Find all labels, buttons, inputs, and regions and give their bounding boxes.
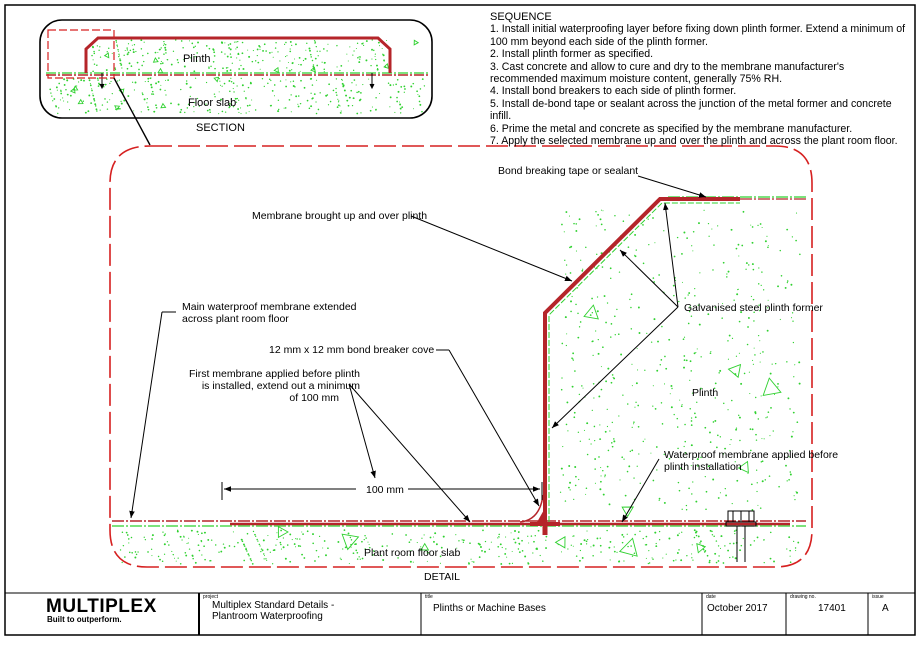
sequence-step: 2. Install plinth former as specified. bbox=[490, 48, 654, 61]
sequence-step: 6. Prime the metal and concrete as speci… bbox=[490, 122, 853, 135]
label-main-membrane-2: across plant room floor bbox=[182, 313, 289, 325]
sequence-heading: SEQUENCE bbox=[490, 11, 552, 23]
label-wp-applied-2: plinth installation bbox=[664, 461, 742, 473]
label-cove: 12 mm x 12 mm bond breaker cove bbox=[269, 344, 434, 356]
sequence-step: 3. Cast concrete and allow to cure and d… bbox=[490, 60, 845, 86]
section-slab-label: Floor slab bbox=[188, 97, 236, 109]
section-plinth-former bbox=[84, 36, 392, 73]
section-outline bbox=[39, 19, 433, 119]
section-caption: SECTION bbox=[196, 122, 245, 134]
sequence-step: 5. Install de-bond tape or sealant acros… bbox=[490, 97, 892, 123]
label-floor-slab: Plant room floor slab bbox=[364, 547, 460, 559]
company-logo: MULTIPLEX bbox=[46, 596, 157, 617]
detail-boundary bbox=[109, 145, 813, 568]
label-main-membrane-1: Main waterproof membrane extended bbox=[182, 301, 357, 313]
label-bond-tape: Bond breaking tape or sealant bbox=[498, 165, 638, 177]
issue-label: issue bbox=[872, 594, 884, 600]
label-first-3: of 100 mm bbox=[289, 392, 339, 404]
label-galvanised: Galvanised steel plinth former bbox=[684, 302, 823, 314]
sheet-border bbox=[4, 4, 916, 636]
sequence-step: 4. Install bond breakers to each side of… bbox=[490, 85, 737, 98]
label-membrane-over: Membrane brought up and over plinth bbox=[252, 210, 427, 222]
sequence-step: 7. Apply the selected membrane up and ov… bbox=[490, 135, 898, 148]
title-label: title bbox=[425, 594, 433, 600]
label-first-1: First membrane applied before plinth bbox=[189, 368, 360, 380]
section-view: Plinth Floor slab SECTION bbox=[39, 19, 433, 146]
label-wp-applied-1: Waterproof membrane applied before bbox=[664, 449, 838, 461]
label-plinth: Plinth bbox=[692, 387, 718, 399]
issue-value: A bbox=[882, 603, 889, 614]
dimension-100mm bbox=[221, 482, 543, 500]
date-label: date bbox=[706, 594, 716, 600]
detail-caption: DETAIL bbox=[424, 571, 460, 583]
plinth-former-membrane bbox=[543, 197, 740, 522]
sequence-step: 1. Install initial waterproofing layer b… bbox=[490, 23, 906, 48]
sequence-notes: SEQUENCE 1. Install initial waterproofin… bbox=[490, 11, 910, 147]
section-plinth-label: Plinth bbox=[183, 53, 211, 65]
drawing-date: October 2017 bbox=[707, 603, 768, 614]
dimension-label: 100 mm bbox=[366, 484, 404, 496]
detail-view: 100 mm Bond breaking tape or sealant Mem… bbox=[109, 145, 838, 583]
drawing-no-label: drawing no. bbox=[790, 594, 816, 600]
drawing-title: Plinths or Machine Bases bbox=[433, 603, 546, 614]
bond-breaker-cove bbox=[536, 508, 545, 524]
drawing-number: 17401 bbox=[818, 603, 846, 614]
detail-leader bbox=[113, 77, 151, 146]
project-line-1: Multiplex Standard Details - bbox=[212, 600, 335, 611]
company-tagline: Built to outperform. bbox=[47, 615, 122, 624]
title-block bbox=[5, 592, 915, 635]
label-first-2: is installed, extend out a minimum bbox=[202, 380, 360, 392]
detail-marker bbox=[47, 29, 115, 79]
detail-hatch bbox=[119, 209, 801, 565]
project-line-2: Plantroom Waterproofing bbox=[212, 611, 323, 622]
project-label: project bbox=[203, 594, 219, 600]
section-hatch bbox=[49, 39, 426, 115]
anchor-bolt bbox=[725, 510, 757, 562]
